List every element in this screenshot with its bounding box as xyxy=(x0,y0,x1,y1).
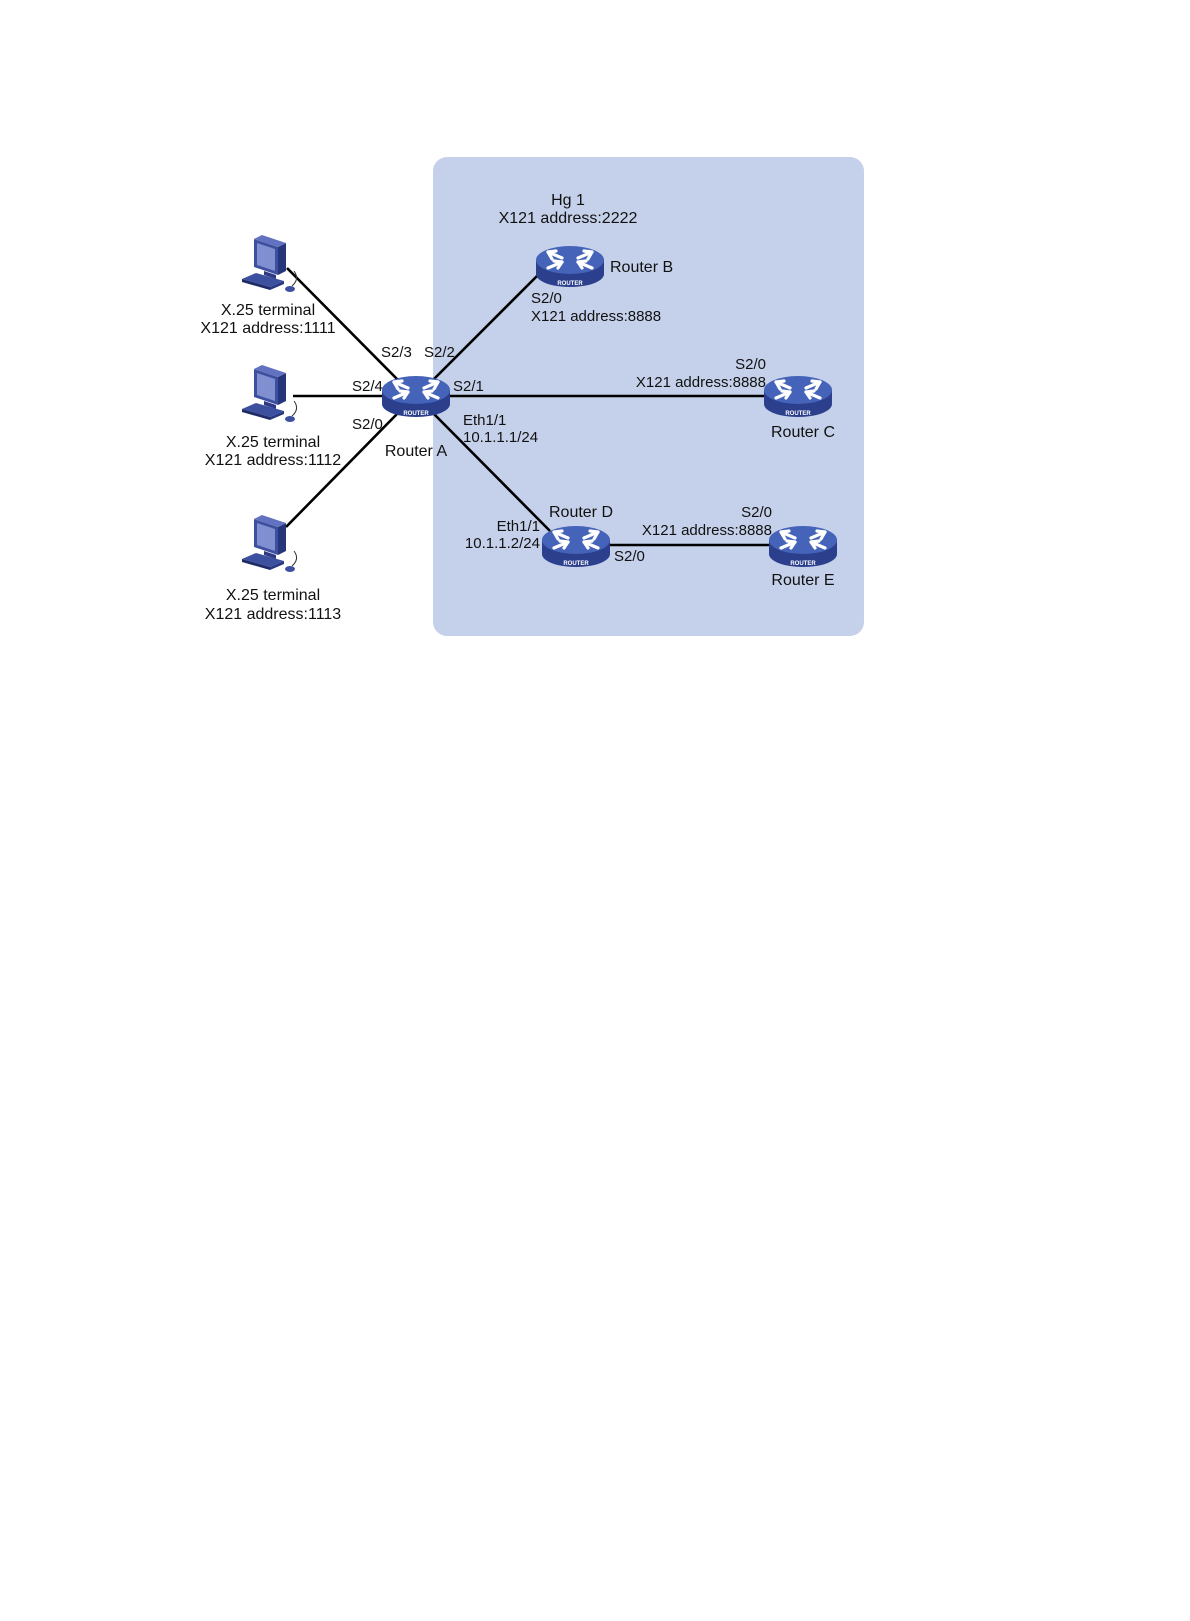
router-a-port-s2-3: S2/3 xyxy=(381,344,412,361)
router-a-eth-port: Eth1/1 xyxy=(463,412,506,429)
router-b-hg: Hg 1 xyxy=(551,192,585,209)
terminal-2-name: X.25 terminal xyxy=(226,434,320,451)
router-badge: ROUTER xyxy=(563,561,589,567)
router-e-address: X121 address:8888 xyxy=(642,522,772,539)
router-d-icon: ROUTER xyxy=(540,524,612,569)
router-b-port: S2/0 xyxy=(531,290,562,307)
router-a-icon: ROUTER xyxy=(380,374,452,419)
router-d-ip: 10.1.1.2/24 xyxy=(465,535,540,552)
router-a-port-s2-4: S2/4 xyxy=(352,378,383,395)
router-a-port-s2-0: S2/0 xyxy=(352,416,383,433)
link-router-a-router-b xyxy=(431,272,541,382)
pc-terminal-icon xyxy=(241,234,298,293)
terminal-1-address: X121 address:1111 xyxy=(200,320,335,337)
router-c-port: S2/0 xyxy=(735,356,766,373)
router-e-icon: ROUTER xyxy=(767,524,839,569)
router-b-address: X121 address:8888 xyxy=(531,308,661,325)
router-e-name: Router E xyxy=(771,572,834,589)
router-badge: ROUTER xyxy=(790,561,816,567)
router-b-icon: ROUTER xyxy=(534,244,606,289)
router-d-eth-port: Eth1/1 xyxy=(497,518,540,535)
router-d-port: S2/0 xyxy=(614,548,645,565)
router-e-port: S2/0 xyxy=(741,504,772,521)
router-c-icon: ROUTER xyxy=(762,374,834,419)
router-badge: ROUTER xyxy=(403,411,429,417)
links xyxy=(285,267,775,547)
router-c-address: X121 address:8888 xyxy=(636,374,766,391)
link-terminal3-router-a xyxy=(285,413,398,528)
link-router-a-router-d xyxy=(431,411,551,532)
pc-terminal-icon xyxy=(241,364,298,423)
terminal-3-address: X121 address:1113 xyxy=(205,606,342,623)
link-terminal1-router-a xyxy=(286,267,399,381)
terminal-2-address: X121 address:1112 xyxy=(205,452,342,469)
router-b-hg-address: X121 address:2222 xyxy=(499,210,638,227)
router-a-port-s2-1: S2/1 xyxy=(453,378,484,395)
terminal-1-name: X.25 terminal xyxy=(221,302,315,319)
router-d-name: Router D xyxy=(549,504,613,521)
router-a-ip: 10.1.1.1/24 xyxy=(463,429,538,446)
router-badge: ROUTER xyxy=(557,281,583,287)
router-badge: ROUTER xyxy=(785,411,811,417)
router-b-name: Router B xyxy=(610,259,673,276)
router-c-name: Router C xyxy=(771,424,835,441)
router-a-port-s2-2: S2/2 xyxy=(424,344,455,361)
router-a-name: Router A xyxy=(385,443,448,460)
terminal-3-name: X.25 terminal xyxy=(226,587,320,604)
